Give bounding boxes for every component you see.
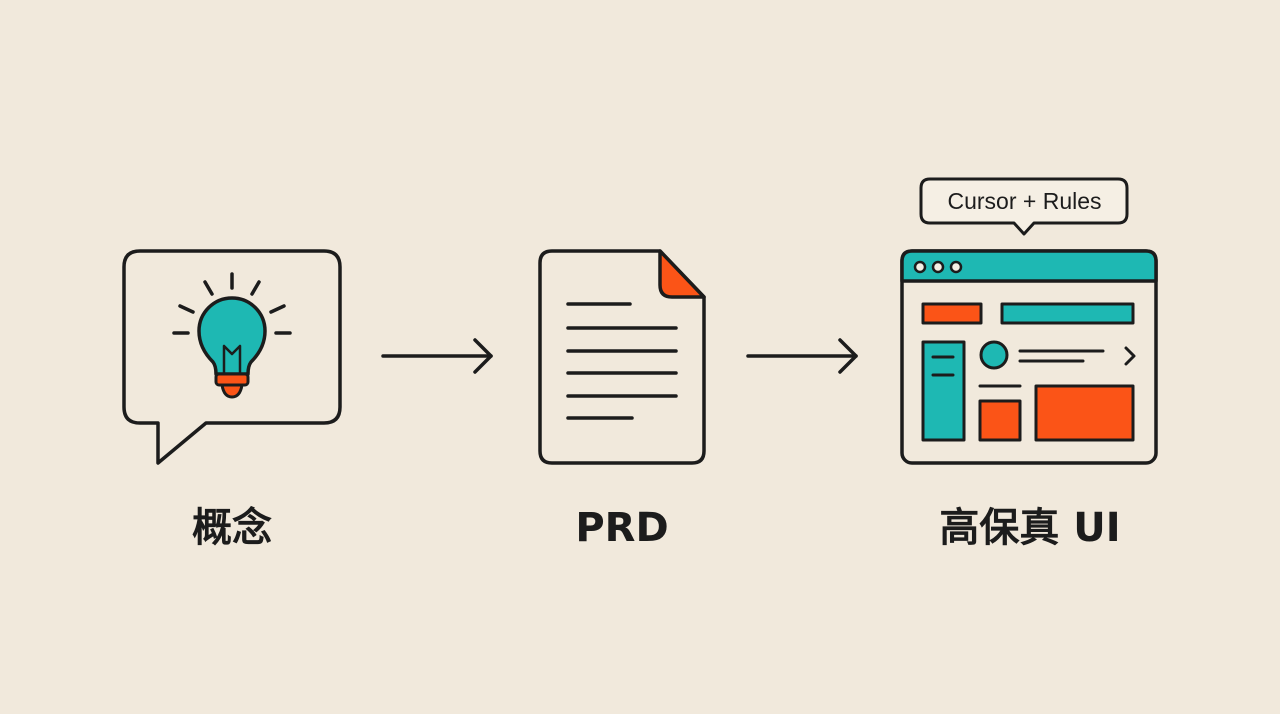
document-icon [538,249,706,465]
chevron-right-icon [1124,346,1136,366]
step-label-concept: 概念 [192,505,272,551]
annotation-bubble [919,177,1129,236]
lightbulb-icon [172,272,292,399]
folded-corner-icon [658,249,706,299]
arrow-icon [746,338,858,374]
window-dot-icon [913,260,927,274]
lightbulb-speech-bubble-icon [122,249,342,465]
window-dot-icon [949,260,963,274]
window-dot-icon [931,260,945,274]
speech-bubble-icon [122,249,342,465]
step-label-ui: 高保真 UI [939,505,1121,551]
arrow-icon [381,338,493,374]
annotation-text: Cursor + Rules [947,188,1102,214]
browser-window-icon [900,249,1158,465]
step-label-prd: PRD [575,505,669,551]
